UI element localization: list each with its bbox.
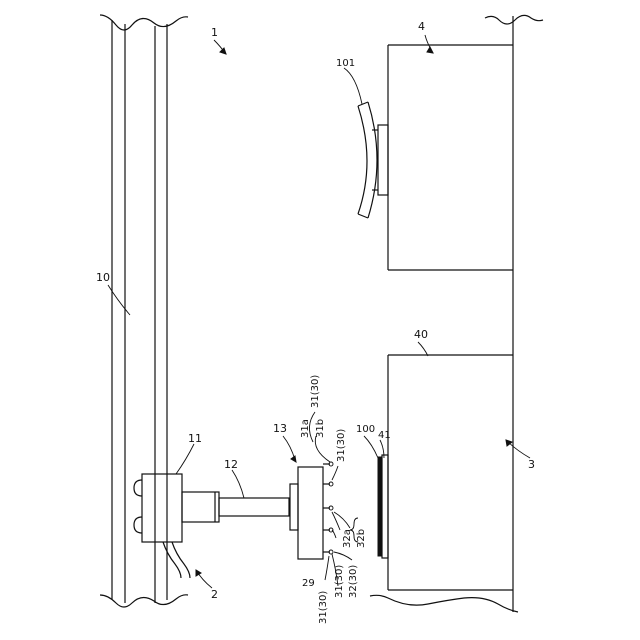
label-carriage: 11 [188, 432, 202, 445]
label-31-30-bottom-2: 31(30) [334, 565, 345, 598]
label-32a: 32a [342, 529, 353, 548]
label-31a: 31a [300, 419, 311, 438]
hand [290, 462, 333, 559]
curved-workpiece [358, 102, 377, 218]
label-plate: 41 [378, 430, 391, 441]
arm [182, 492, 289, 522]
label-31-30-top: 31(30) [310, 375, 321, 408]
first-station [370, 355, 518, 612]
label-lower-stage: 40 [414, 328, 428, 341]
label-arm: 12 [224, 458, 238, 471]
label-second-station: 4 [418, 20, 425, 33]
label-31-30-bottom-1: 31(30) [318, 591, 329, 624]
label-32-30-bottom: 32(30) [348, 565, 359, 598]
label-31-30-right: 31(30) [336, 429, 347, 462]
leader-lines [108, 35, 530, 588]
label-hand: 13 [273, 422, 287, 435]
label-curved-workpiece: 101 [336, 58, 355, 69]
reference-labels: 1 4 101 10 40 11 12 13 3 2 100 41 29 [96, 20, 535, 601]
label-substrate: 100 [356, 424, 375, 435]
label-robot: 2 [211, 588, 218, 601]
second-station [372, 15, 543, 612]
label-31b: 31b [315, 419, 326, 438]
rail [100, 15, 188, 607]
label-device: 1 [211, 26, 218, 39]
label-32b: 32b [356, 529, 367, 548]
label-first-station: 3 [528, 458, 535, 471]
label-rail: 10 [96, 271, 110, 284]
label-hand-body: 29 [302, 578, 315, 589]
carriage [134, 474, 190, 578]
